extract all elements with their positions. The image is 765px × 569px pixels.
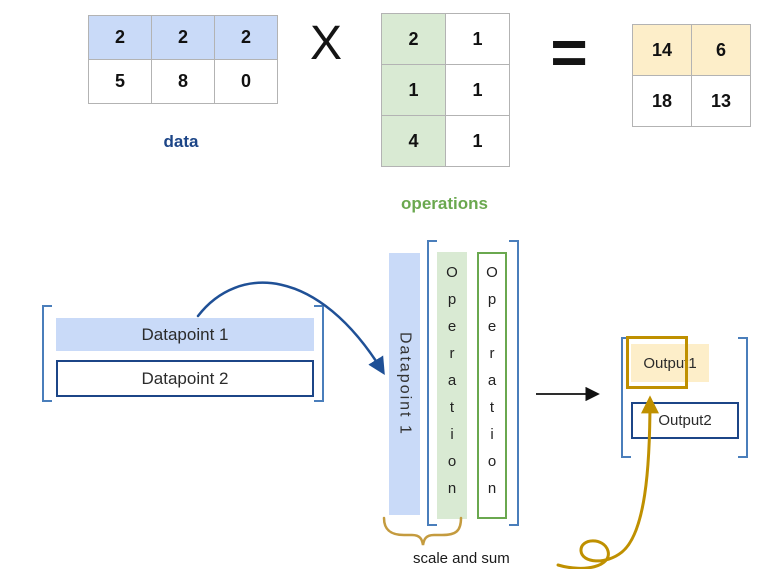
scale-and-sum-label: scale and sum xyxy=(413,550,510,567)
data-matrix-cell: 5 xyxy=(89,60,151,103)
output2-box: Output2 xyxy=(631,402,739,439)
operations-matrix-cell: 1 xyxy=(446,116,509,166)
datapoint1-vertical-column: Datapoint 1 xyxy=(389,253,420,515)
result-matrix-cell: 18 xyxy=(633,76,691,126)
result-matrix: 14 6 18 13 xyxy=(632,24,751,127)
data-matrix-cell: 0 xyxy=(215,60,277,103)
operations-matrix: 2 1 1 1 4 1 xyxy=(381,13,510,167)
operations-matrix-cell: 1 xyxy=(446,14,509,64)
operations-group-right-bracket xyxy=(509,240,519,526)
result-matrix-cell: 14 xyxy=(633,25,691,75)
data-matrix: 2 2 2 5 8 0 xyxy=(88,15,278,104)
operations-group-left-bracket xyxy=(427,240,437,526)
output1-highlight-rectangle xyxy=(626,336,688,389)
equals-sign: = xyxy=(550,16,588,88)
operation-column-2: Operation xyxy=(477,252,507,519)
operations-matrix-label: operations xyxy=(401,194,488,213)
result-matrix-cell: 13 xyxy=(692,76,750,126)
data-matrix-label: data xyxy=(163,132,199,151)
data-matrix-cell: 2 xyxy=(89,16,151,59)
data-matrix-cell: 8 xyxy=(152,60,214,103)
data-matrix-cell: 2 xyxy=(152,16,214,59)
datapoint-group-left-bracket xyxy=(42,305,52,402)
output-group-right-bracket xyxy=(738,337,748,458)
operation-column-1: Operation xyxy=(437,252,467,519)
output1-box: Output1 xyxy=(631,344,709,382)
datapoint1-box: Datapoint 1 xyxy=(56,318,314,351)
operations-matrix-cell: 1 xyxy=(446,65,509,115)
datapoint2-box: Datapoint 2 xyxy=(56,360,314,397)
result-matrix-cell: 6 xyxy=(692,25,750,75)
operations-matrix-cell: 1 xyxy=(382,65,445,115)
operations-matrix-cell: 4 xyxy=(382,116,445,166)
multiply-sign: X xyxy=(309,17,342,70)
datapoint-group-right-bracket xyxy=(314,305,324,402)
data-matrix-cell: 2 xyxy=(215,16,277,59)
scale-and-sum-underbrace xyxy=(382,516,463,546)
operations-matrix-cell: 2 xyxy=(382,14,445,64)
